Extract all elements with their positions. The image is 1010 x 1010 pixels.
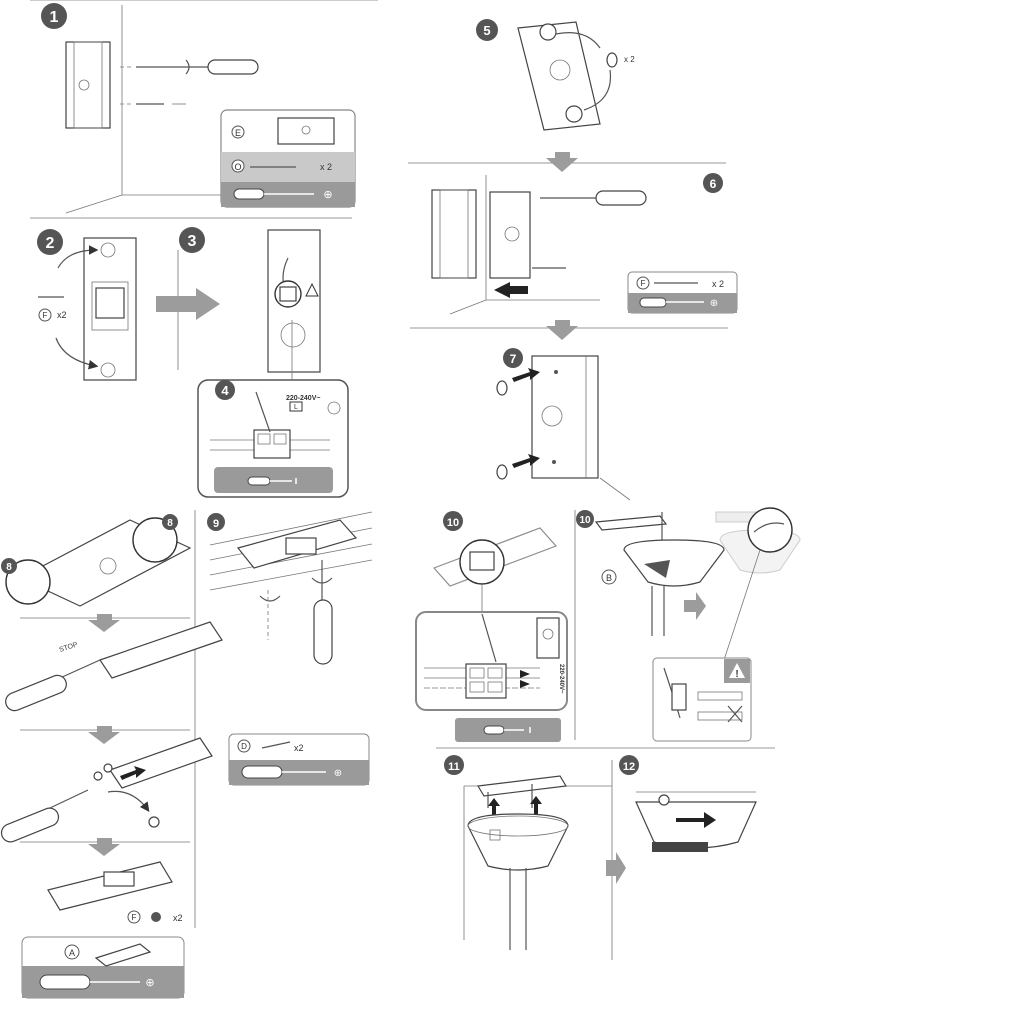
wall-plate-mounted	[489, 191, 531, 279]
part-qty-d: x2	[294, 743, 304, 753]
step-8: 8 8 STOP F x2 A	[0, 514, 223, 999]
voltage-label-step-10: 220-240V~	[558, 664, 564, 694]
part-letter-a: A	[69, 948, 75, 958]
push-arrow	[494, 282, 528, 298]
step-6: 6 F x 2 ⊕	[431, 173, 738, 340]
part-letter-f-step-8: F	[132, 913, 137, 922]
down-arrow	[546, 152, 578, 172]
screwdriver-icon: ⊕	[241, 765, 342, 779]
step-2-badge	[37, 229, 63, 255]
part-qty-f-step-8: x2	[173, 913, 183, 923]
step-5-number: 5	[483, 23, 490, 38]
voltage-label-step-4: 220-240V~	[286, 395, 320, 402]
junction-box	[431, 189, 477, 279]
screwdriver-icon	[247, 476, 297, 486]
step-4-number: 4	[221, 383, 229, 398]
step-7-number: 7	[510, 352, 517, 366]
part-letter-o: O	[234, 162, 241, 172]
step-1: 1 E O x 2	[41, 3, 356, 214]
step-10-number-a: 10	[447, 517, 459, 529]
canopy	[467, 813, 569, 871]
phillips-tip-icon: ⊕	[323, 189, 332, 201]
step-12: 12	[619, 755, 757, 852]
step-10-wiring: 10 220-240V~	[415, 511, 568, 742]
part-letter-f-step-2: F	[43, 311, 48, 320]
step-5: 5 x 2	[476, 19, 635, 172]
step-2: 2 F x2	[37, 229, 220, 381]
part-letter-b: B	[606, 573, 612, 583]
step-11: 11	[444, 755, 626, 950]
step-9-number: 9	[213, 518, 219, 530]
step-8-number-a: 8	[167, 518, 173, 529]
canopy-installed	[635, 801, 757, 849]
x2-label-step-5: x 2	[624, 55, 635, 64]
screwdriver-icon	[0, 789, 89, 843]
phillips-tip-icon: ⊕	[334, 768, 342, 779]
down-arrow	[546, 320, 578, 340]
stop-label: STOP	[58, 641, 78, 654]
phillips-tip-icon: ⊕	[710, 298, 718, 309]
screwdriver-icon: ⊕	[233, 188, 333, 201]
step-10-canopy: 10 B !	[576, 507, 801, 742]
next-arrow	[156, 288, 220, 320]
screwdriver-icon	[483, 725, 531, 735]
screwdriver-icon	[313, 599, 333, 665]
l-label: L	[294, 404, 298, 411]
warning-icon: !	[735, 669, 738, 680]
screwdriver-icon: ⊕	[39, 974, 155, 990]
step-9: 9 D x2 ⊕	[207, 511, 373, 786]
part-letter-e: E	[235, 128, 241, 138]
bracket	[477, 775, 567, 797]
screwdriver-icon	[180, 59, 259, 75]
step-11-number: 11	[448, 761, 460, 773]
phillips-tip-icon: ⊕	[145, 977, 154, 989]
step-3: 3	[179, 227, 321, 373]
cover-plate	[531, 355, 599, 479]
step-3-badge	[179, 227, 205, 253]
screwdriver-icon: ⊕	[639, 297, 718, 309]
junction-box	[65, 41, 111, 129]
step-2-number: 2	[46, 235, 55, 252]
part-letter-d: D	[241, 742, 247, 751]
step-12-number: 12	[623, 761, 635, 773]
step-10-number-b: 10	[579, 515, 591, 526]
screwdriver-icon	[5, 659, 101, 712]
wall-plate	[517, 21, 601, 131]
next-arrow	[606, 852, 626, 884]
part-qty-o: x 2	[320, 162, 332, 172]
part-qty-f-step-2: x2	[57, 310, 67, 320]
step-6-number: 6	[710, 177, 717, 191]
screwdriver-icon	[576, 190, 647, 206]
part-letter-f-step-6: F	[641, 279, 646, 288]
step-1-number: 1	[50, 9, 59, 26]
canopy	[623, 539, 725, 587]
part-qty-f-step-6: x 2	[712, 279, 724, 289]
step-3-number: 3	[188, 233, 197, 250]
warning-icon	[305, 282, 319, 297]
next-arrow	[684, 592, 706, 620]
step-8-number-b: 8	[6, 562, 12, 573]
step-4: 4 220-240V~ L	[197, 320, 349, 498]
parts-panel-step-1: E O x 2 ⊕	[220, 109, 356, 208]
step-1-badge	[41, 3, 67, 29]
step-7: 7	[496, 348, 631, 501]
